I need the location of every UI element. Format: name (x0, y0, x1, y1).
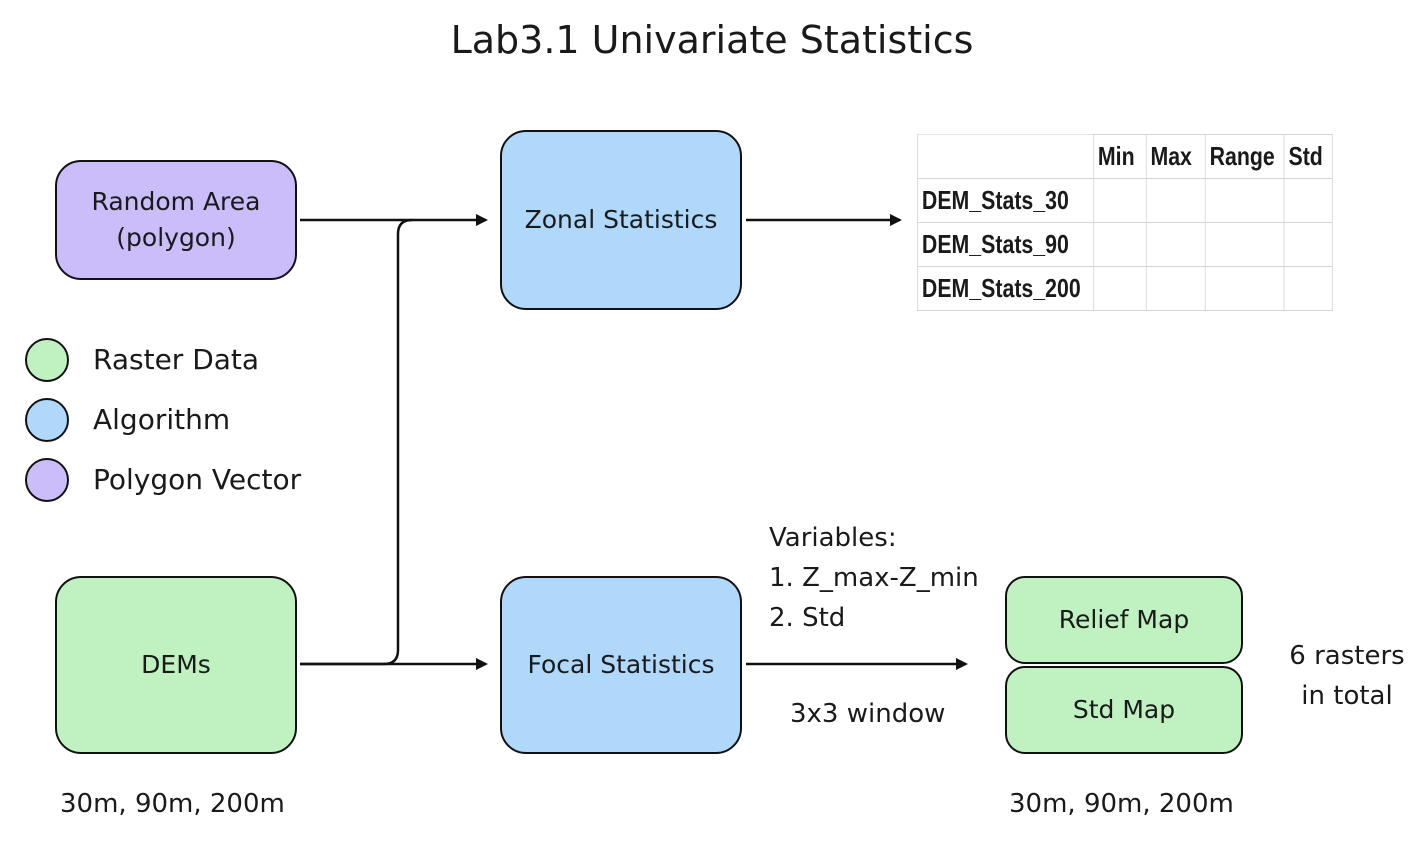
table-cell: DEM_Stats_90 (917, 222, 1094, 267)
focal-statistics-label: Focal Statistics (527, 649, 715, 679)
dems-node: DEMs (55, 576, 297, 754)
legend-label-polygon: Polygon Vector (93, 463, 302, 496)
edge-dems-to-zonal (300, 218, 413, 666)
table-cell (1204, 266, 1285, 311)
std-map-node: Std Map (1005, 666, 1243, 754)
random-area-label-line1: Random Area (91, 186, 261, 216)
table-header-row: Min Max Range Std (917, 134, 1333, 179)
table-header-cell: Min (1093, 134, 1147, 179)
random-area-node: Random Area (polygon) (55, 160, 297, 280)
legend-label-raster: Raster Data (93, 343, 260, 376)
total-line2: in total (1301, 681, 1393, 711)
variables-annotation: Variables: 1. Z_max-Z_min 2. Std (769, 518, 979, 638)
table-row: DEM_Stats_200 (917, 266, 1333, 311)
table-cell (1145, 222, 1206, 267)
table-cell (1204, 222, 1285, 267)
table-cell (1093, 266, 1147, 311)
table-row: DEM_Stats_90 (917, 222, 1333, 267)
table-header-cell (917, 134, 1094, 179)
legend-swatch-raster (25, 338, 69, 382)
variable-1: 1. Z_max-Z_min (769, 563, 979, 593)
table-cell: DEM_Stats_30 (917, 178, 1094, 223)
dems-label: DEMs (141, 649, 211, 679)
zonal-statistics-node: Zonal Statistics (500, 130, 742, 310)
variables-heading: Variables: (769, 523, 897, 553)
legend-swatch-polygon (25, 458, 69, 502)
zonal-statistics-label: Zonal Statistics (524, 204, 718, 234)
total-annotation: 6 rasters in total (1286, 636, 1408, 716)
legend-swatch-algorithm (25, 398, 69, 442)
table-header-cell: Std (1283, 134, 1333, 179)
output-resolutions: 30m, 90m, 200m (1009, 789, 1234, 819)
table-cell (1093, 178, 1147, 223)
table-cell (1145, 178, 1206, 223)
dem-resolutions: 30m, 90m, 200m (60, 789, 285, 819)
relief-map-label: Relief Map (1058, 604, 1190, 634)
table-cell (1204, 178, 1285, 223)
std-map-label: Std Map (1072, 694, 1176, 724)
table-header-cell: Range (1204, 134, 1285, 179)
table-cell: DEM_Stats_200 (917, 266, 1094, 311)
table-cell (1283, 222, 1333, 267)
table-header-cell: Max (1145, 134, 1206, 179)
page-title: Lab3.1 Univariate Statistics (450, 18, 974, 62)
random-area-label-line2: (polygon) (116, 223, 236, 252)
table-row: DEM_Stats_30 (917, 178, 1333, 223)
focal-statistics-node: Focal Statistics (500, 576, 742, 754)
table-cell (1093, 222, 1147, 267)
table-cell (1283, 178, 1333, 223)
stats-table: Min Max Range Std DEM_Stats_30 DEM_Stats… (917, 134, 1333, 311)
table-cell (1283, 266, 1333, 311)
relief-map-node: Relief Map (1005, 576, 1243, 664)
variable-2: 2. Std (769, 603, 846, 633)
total-line1: 6 rasters (1289, 641, 1405, 671)
legend-label-algorithm: Algorithm (93, 403, 231, 436)
table-cell (1145, 266, 1206, 311)
window-annotation: 3x3 window (790, 699, 946, 729)
